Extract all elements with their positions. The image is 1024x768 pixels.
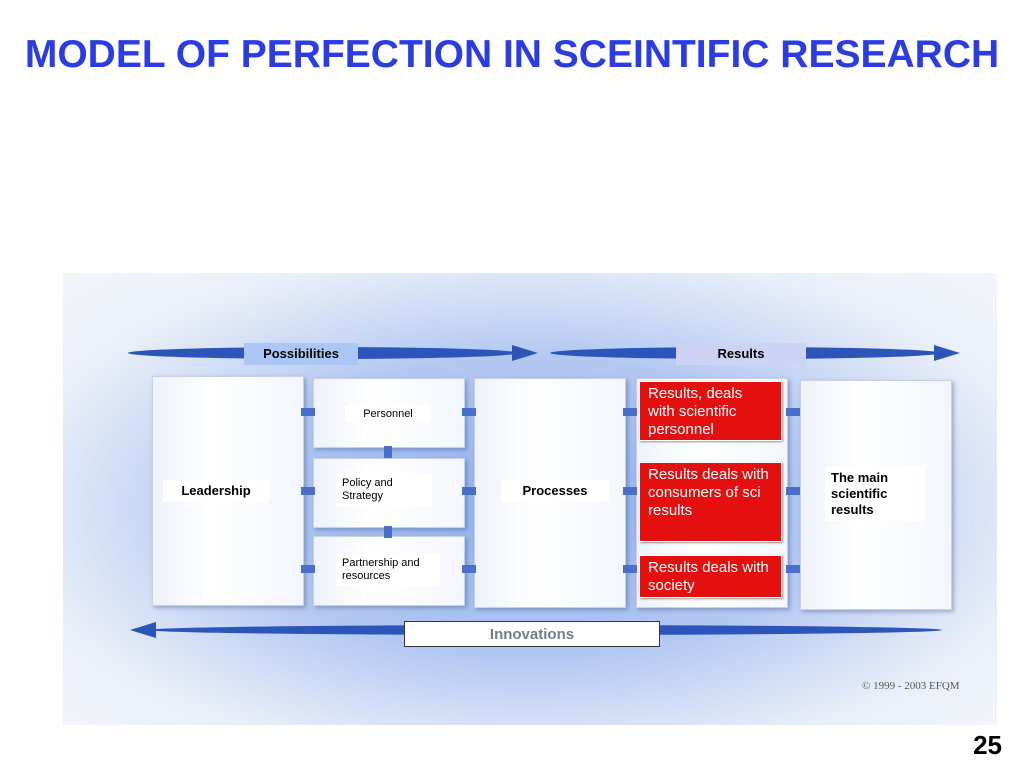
- results-arrowhead: [934, 345, 960, 361]
- connector: [623, 487, 637, 495]
- result-personnel-box: Results, deals with scientific personnel: [639, 381, 782, 441]
- connector: [462, 487, 476, 495]
- possibilities-header: Possibilities: [244, 343, 358, 365]
- processes-label: Processes: [501, 480, 609, 502]
- connector: [786, 487, 800, 495]
- policy-label: Policy and Strategy: [336, 473, 432, 507]
- results-header: Results: [676, 343, 806, 365]
- connector: [384, 526, 392, 538]
- leadership-label: Leadership: [163, 480, 269, 502]
- copyright-note: © 1999 - 2003 EFQM: [862, 680, 960, 692]
- personnel-label: Personnel: [345, 405, 431, 423]
- innovations-label: Innovations: [404, 621, 660, 647]
- connector: [623, 565, 637, 573]
- partnership-label: Partnership and resources: [336, 554, 440, 586]
- connector: [462, 408, 476, 416]
- connector: [623, 408, 637, 416]
- connector: [301, 408, 315, 416]
- result-society-box: Results deals with society: [639, 555, 782, 598]
- connector: [462, 565, 476, 573]
- connector: [786, 565, 800, 573]
- innovations-arrowhead: [130, 622, 156, 638]
- connector: [301, 487, 315, 495]
- possibilities-arrowhead: [512, 345, 538, 361]
- connector: [301, 565, 315, 573]
- connector: [786, 408, 800, 416]
- page-number: 25: [973, 730, 1002, 760]
- connector: [384, 446, 392, 458]
- main-results-label: The main scientific results: [825, 467, 925, 521]
- slide-title: MODEL OF PERFECTION IN SCEINTIFIC RESEAR…: [24, 33, 1000, 76]
- result-consumers-box: Results deals with consumers of sci resu…: [639, 462, 782, 542]
